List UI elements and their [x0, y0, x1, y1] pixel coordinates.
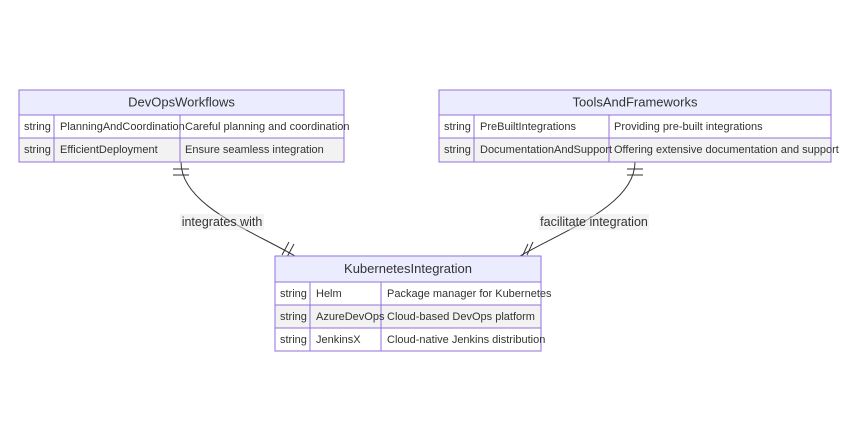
entity-title: ToolsAndFrameworks — [573, 95, 698, 110]
entity-title: DevOpsWorkflows — [128, 95, 235, 110]
attribute-type: string — [280, 288, 307, 300]
table-row — [18, 137, 345, 163]
attribute-name: AzureDevOps — [316, 311, 385, 323]
attribute-comment: Cloud-based DevOps platform — [387, 311, 535, 323]
attribute-comment: Package manager for Kubernetes — [387, 288, 552, 300]
relationship-line — [519, 161, 636, 257]
attribute-name: Helm — [316, 288, 342, 300]
attribute-type: string — [24, 121, 51, 133]
attribute-name: DocumentationAndSupport — [480, 144, 612, 156]
attribute-name: EfficientDeployment — [60, 144, 158, 156]
relationship-tools-k8s: facilitate integration — [519, 161, 649, 258]
cardinality-mark-one — [281, 241, 290, 256]
relationship-devops-k8s: integrates with — [173, 161, 296, 258]
entity-kubernetesintegration: KubernetesIntegration string Helm Packag… — [274, 255, 552, 352]
entity-devopsworkflows: DevOpsWorkflows string PlanningAndCoordi… — [18, 89, 350, 163]
attribute-type: string — [444, 144, 471, 156]
relationship-label: facilitate integration — [540, 215, 648, 229]
table-row — [438, 137, 832, 163]
relationship-label: integrates with — [182, 215, 263, 229]
attribute-comment: Cloud-native Jenkins distribution — [387, 334, 545, 346]
table-row — [274, 327, 542, 352]
entity-header — [274, 255, 542, 283]
attribute-comment: Careful planning and coordination — [185, 121, 350, 133]
attribute-type: string — [444, 121, 471, 133]
cardinality-mark-one — [286, 243, 295, 258]
attribute-type: string — [280, 334, 307, 346]
cardinality-mark-one — [526, 241, 534, 256]
attribute-name: PlanningAndCoordination — [60, 121, 185, 133]
attribute-type: string — [24, 144, 51, 156]
attribute-name: JenkinsX — [316, 334, 361, 346]
entity-title: KubernetesIntegration — [344, 261, 472, 276]
attribute-type: string — [280, 311, 307, 323]
cardinality-mark-one — [521, 243, 529, 258]
attribute-name: PreBuiltIntegrations — [480, 121, 576, 133]
attribute-comment: Offering extensive documentation and sup… — [614, 144, 839, 156]
attribute-comment: Ensure seamless integration — [185, 144, 324, 156]
relationship-line — [180, 161, 296, 257]
attribute-comment: Providing pre-built integrations — [614, 121, 763, 133]
entity-toolsandframeworks: ToolsAndFrameworks string PreBuiltIntegr… — [438, 89, 839, 163]
